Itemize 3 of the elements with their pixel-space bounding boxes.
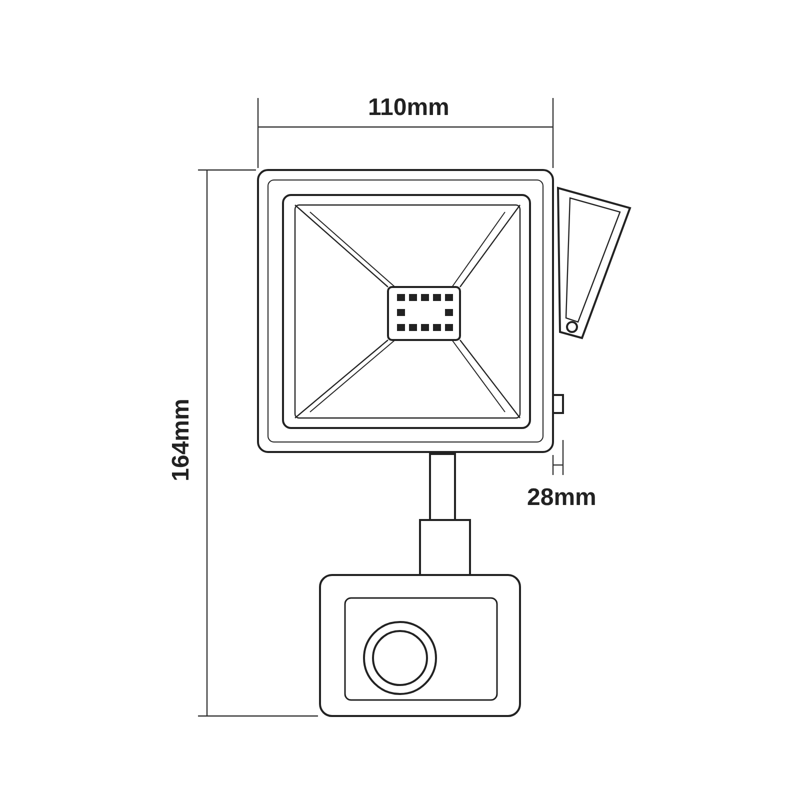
dimension-label: 164mm	[169, 398, 194, 482]
dimension-label: 110mm	[368, 96, 450, 120]
dimension-label: 28mm	[527, 486, 596, 510]
